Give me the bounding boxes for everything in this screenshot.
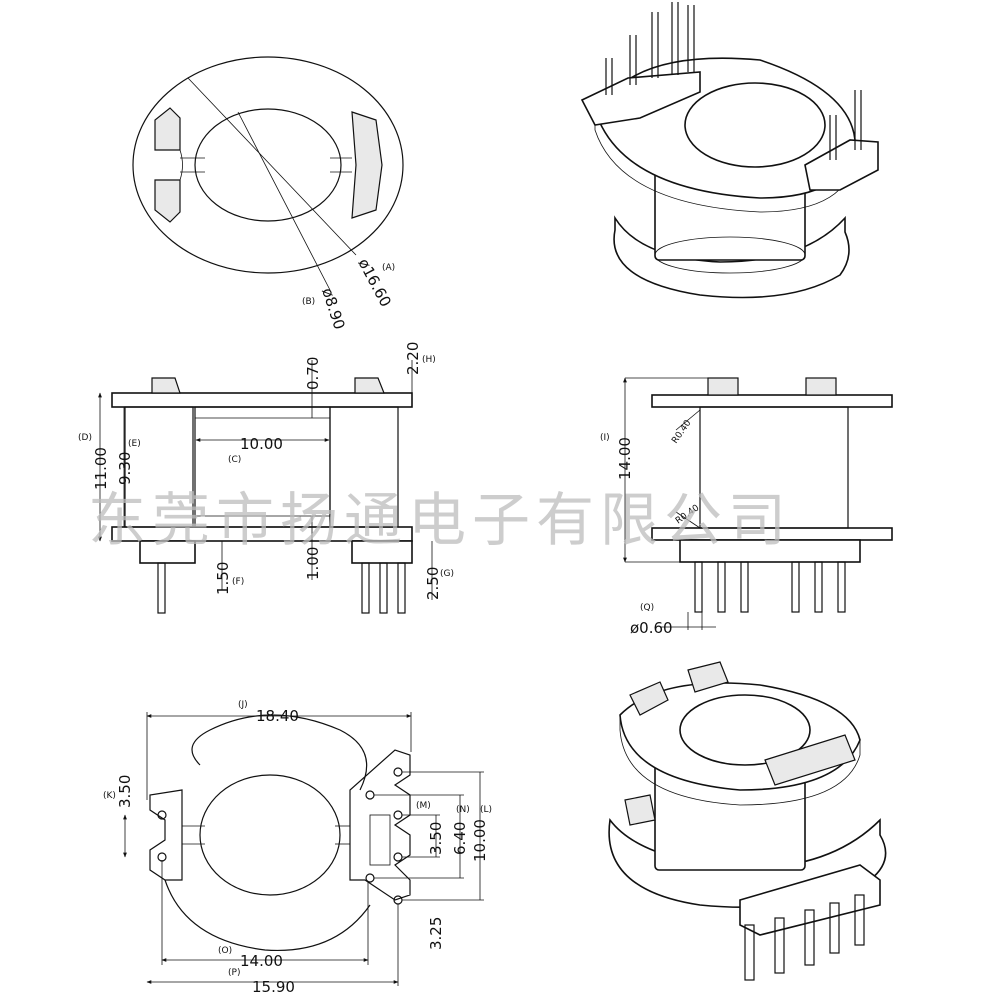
iso2-pins xyxy=(744,894,865,981)
dim-i-value: 14.00 xyxy=(616,437,634,480)
upper-bore xyxy=(684,82,826,168)
iso-pin-block-left xyxy=(580,71,701,126)
left-upper-tab xyxy=(154,107,181,151)
side-view: (D) 11.00 (E) 9.30 10.00 (C) 0.70 2.20 (… xyxy=(78,342,454,614)
front-pins xyxy=(694,561,846,613)
top-flange xyxy=(111,392,413,408)
iso-pins-right xyxy=(829,90,862,160)
front-top-flange xyxy=(651,394,893,408)
dim-j-tag: (J) xyxy=(238,700,248,710)
dim-325-value: 3.25 xyxy=(427,917,445,950)
dim-q-value: ø0.60 xyxy=(630,619,673,637)
dim-o-value: 14.00 xyxy=(240,952,283,970)
front-view: (I) 14.00 R0.40 R0.40 (Q) ø0.60 xyxy=(600,377,893,637)
dim-d-value: 11.00 xyxy=(92,447,110,490)
bottom-outline-bottom xyxy=(164,879,371,952)
dim-h-value: 2.20 xyxy=(404,342,422,375)
iso-pin-block-right xyxy=(804,139,879,191)
dim-b-tag: (B) xyxy=(302,297,315,307)
dim-g-tag: (G) xyxy=(440,569,454,579)
iso-view-bottom xyxy=(608,661,887,981)
bottom-bore xyxy=(199,774,341,896)
left-lower-tab xyxy=(154,179,181,223)
bottom-left-notches xyxy=(149,789,183,881)
dim-o-tag: (O) xyxy=(218,946,232,956)
dia-b-leader xyxy=(237,111,331,291)
side-pins xyxy=(157,562,406,614)
dim-b-value: ø8.90 xyxy=(318,286,348,332)
dim-f-value: 1.50 xyxy=(214,562,232,595)
dim-i-tag: (I) xyxy=(600,433,610,443)
bottom-outline-top xyxy=(191,714,368,791)
bottom-right-pin-strip xyxy=(349,749,411,901)
winding-area xyxy=(194,406,331,528)
front-tube xyxy=(699,406,849,529)
dim-f-tag: (F) xyxy=(232,577,244,587)
dim-070-value: 0.70 xyxy=(304,357,322,390)
dim-n-tag: (N) xyxy=(456,805,470,815)
dim-e-tag: (E) xyxy=(128,439,141,449)
dim-l-tag: (L) xyxy=(480,805,492,815)
bore-outline xyxy=(194,108,342,222)
right-tab xyxy=(351,111,383,219)
top-view: (A) ø16.60 (B) ø8.90 xyxy=(132,56,404,332)
left-notch xyxy=(179,149,183,181)
dim-k-tag: (K) xyxy=(103,791,116,801)
flange-outline xyxy=(132,56,404,274)
dim-l-value: 10.00 xyxy=(471,819,489,862)
dim-g-value: 2.50 xyxy=(424,567,442,600)
bottom-pin-holes xyxy=(157,767,403,905)
dim-d-tag: (D) xyxy=(78,433,92,443)
dim-k-value: 3.50 xyxy=(116,775,134,808)
dim-m-value: 3.50 xyxy=(427,822,445,855)
dim-p-tag: (P) xyxy=(228,968,240,978)
dia-a-leader xyxy=(187,77,357,256)
dim-a-tag: (A) xyxy=(382,263,395,273)
company-watermark: 东莞市扬通电子有限公司 xyxy=(88,486,792,554)
dim-j-value: 18.40 xyxy=(256,707,299,725)
dim-p-value: 15.90 xyxy=(252,978,295,996)
bottom-view: (J) 18.40 (K) 3.50 (M) 3.50 (N) 6.40 (L)… xyxy=(103,700,492,996)
dim-100-value: 1.00 xyxy=(304,547,322,580)
dim-c-value: 10.00 xyxy=(240,435,283,453)
radius-top-value: R0.40 xyxy=(670,418,693,445)
front-pin-base xyxy=(679,539,861,563)
iso-pins-left xyxy=(605,2,695,95)
iso-view-top xyxy=(580,2,879,299)
dim-h-tag: (H) xyxy=(422,355,436,365)
iso2-bore xyxy=(679,694,811,766)
dim-q-tag: (Q) xyxy=(640,603,654,613)
dim-n-value: 6.40 xyxy=(451,822,469,855)
dim-e-value: 9.30 xyxy=(116,452,134,485)
dim-m-tag: (M) xyxy=(416,801,431,811)
dim-c-tag: (C) xyxy=(228,455,241,465)
